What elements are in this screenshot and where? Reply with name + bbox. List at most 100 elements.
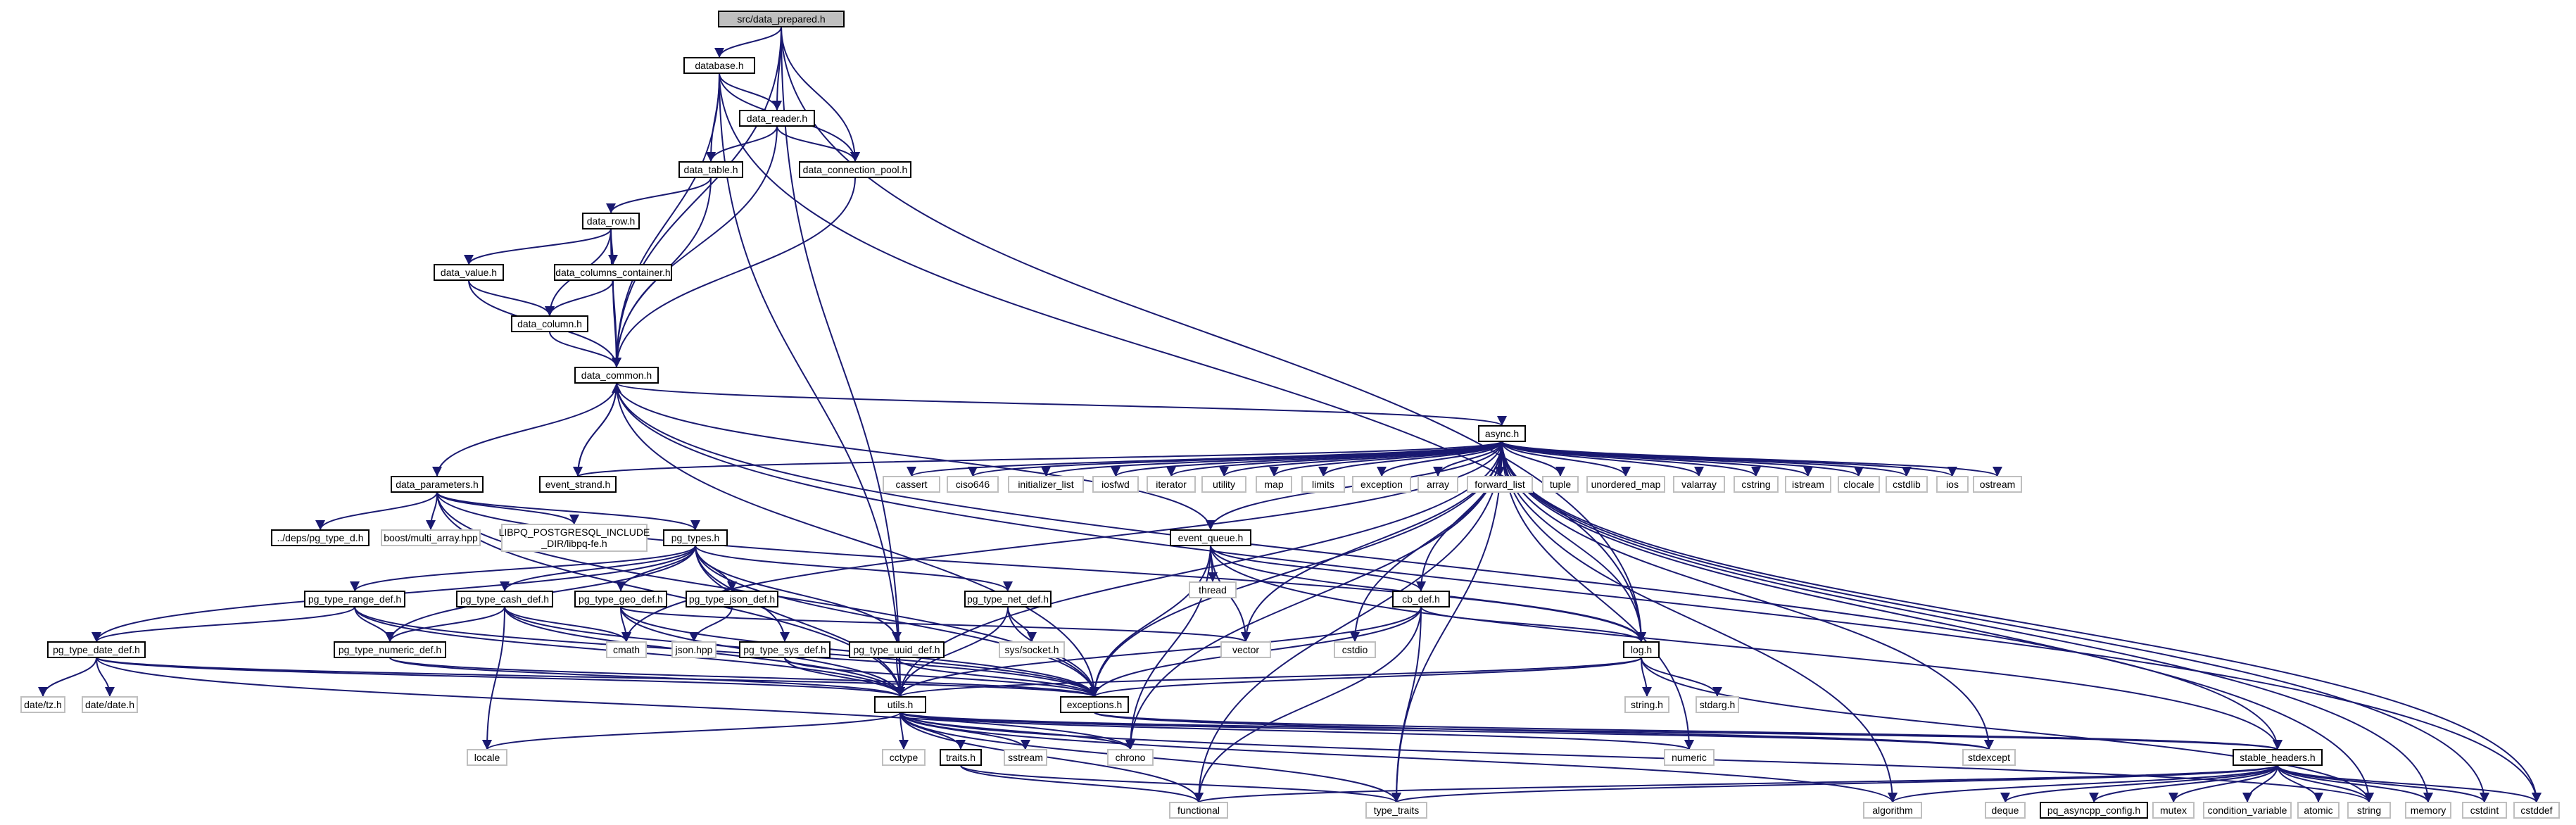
node-event-strand[interactable]: event_strand.h — [539, 476, 617, 493]
node-cstring: cstring — [1734, 476, 1779, 493]
node-data-column[interactable]: data_column.h — [511, 315, 588, 332]
node-data-value[interactable]: data_value.h — [434, 264, 504, 281]
node-label: cassert — [895, 479, 927, 490]
node-box — [1352, 476, 1411, 493]
node-box — [1673, 476, 1725, 493]
edge-data_connection_pool-to-data_common — [612, 177, 856, 368]
edge-data_reader-to-data_table — [706, 125, 778, 163]
edge-data_columns_container-to-data_column — [545, 279, 614, 317]
node-log[interactable]: log.h — [1623, 641, 1660, 658]
edge-async-to-vector — [1241, 441, 1503, 643]
node-pq-asyncpp-config[interactable]: pq_asyncpp_config.h — [2040, 802, 2148, 819]
node-box — [1623, 641, 1660, 658]
node-cassert: cassert — [883, 476, 940, 493]
node-pg-type-sys-def[interactable]: pg_type_sys_def.h — [739, 641, 831, 658]
edge-data_common-to-data_parameters — [432, 382, 617, 477]
node-pg-type-numeric-def[interactable]: pg_type_numeric_def.h — [334, 641, 446, 658]
node-database[interactable]: database.h — [683, 57, 755, 74]
node-stable-headers[interactable]: stable_headers.h — [2233, 749, 2323, 766]
edge-cb_def-to-functional — [1194, 606, 1422, 803]
node-box — [1301, 476, 1345, 493]
node-tuple: tuple — [1542, 476, 1579, 493]
node-box — [1586, 476, 1665, 493]
edge-stable_headers-to-memory — [2277, 764, 2433, 803]
node-label: iosfwd — [1101, 479, 1130, 490]
node-async[interactable]: async.h — [1478, 425, 1526, 442]
node-ciso646: ciso646 — [947, 476, 999, 493]
node-box — [1962, 749, 2016, 766]
node-unordered-map: unordered_map — [1586, 476, 1665, 493]
node-event-queue[interactable]: event_queue.h — [1170, 529, 1251, 546]
edge-stable_headers-to-pq_asyncpp_config — [2089, 764, 2278, 803]
node-cb-def[interactable]: cb_def.h — [1392, 591, 1450, 607]
edge-event_queue-to-exceptions — [1090, 545, 1211, 698]
graph-edges — [38, 26, 2542, 803]
node-traits[interactable]: traits.h — [940, 749, 982, 766]
node-data-row[interactable]: data_row.h — [582, 213, 640, 229]
edge-data_parameters-to-libpq — [436, 491, 579, 525]
edge-database-to-data_common — [612, 73, 720, 368]
node-pg-type-net-def[interactable]: pg_type_net_def.h — [964, 591, 1052, 607]
node-cctype: cctype — [882, 749, 926, 766]
node-pg-type-d[interactable]: ../deps/pg_type_d.h — [271, 529, 370, 546]
node-label: tuple — [1550, 479, 1572, 490]
edge-log-to-string_h — [1641, 657, 1652, 698]
node-box — [1664, 749, 1715, 766]
node-label: LIBPQ_POSTGRESQL_INCLUDE — [499, 527, 650, 538]
node-box — [1189, 581, 1237, 598]
node-pg-type-uuid-def[interactable]: pg_type_uuid_def.h — [849, 641, 945, 658]
edge-data_value-to-data_column — [468, 279, 555, 317]
node-exceptions[interactable]: exceptions.h — [1060, 696, 1129, 713]
edge-pg_types-to-pg_type_range_def — [350, 545, 696, 592]
node-root[interactable]: src/data_prepared.h — [718, 11, 845, 27]
node-condition-variable: condition_variable — [2203, 802, 2292, 819]
node-pg-type-json-def[interactable]: pg_type_json_def.h — [686, 591, 778, 607]
edge-pg_type_date_def-to-chrono — [96, 657, 1135, 750]
node-label: pg_type_net_def.h — [967, 593, 1049, 605]
node-label: data_columns_container.h — [555, 267, 670, 278]
node-utils[interactable]: utils.h — [874, 696, 926, 713]
node-label: utility — [1213, 479, 1235, 490]
node-label: cstdio — [1342, 644, 1368, 655]
edge-pg_type_cash_def-to-cmath — [504, 606, 631, 643]
node-box — [678, 161, 743, 178]
node-label: pg_type_range_def.h — [308, 593, 401, 605]
edge-event_queue-to-stable_headers — [1210, 545, 2283, 750]
edge-async-to-map — [1269, 441, 1503, 477]
node-box — [539, 476, 617, 493]
node-data-columns-container[interactable]: data_columns_container.h — [554, 264, 672, 281]
node-label: data_column.h — [517, 318, 582, 329]
node-data-table[interactable]: data_table.h — [678, 161, 743, 178]
node-label: valarray — [1681, 479, 1717, 490]
node-label: pg_type_date_def.h — [53, 644, 140, 655]
node-type-traits: type_traits — [1365, 802, 1427, 819]
node-istream: istream — [1785, 476, 1831, 493]
edge-pg_types-to-pg_type_uuid_def — [695, 545, 902, 643]
node-label: condition_variable — [2208, 805, 2287, 816]
node-pg-type-geo-def[interactable]: pg_type_geo_def.h — [574, 591, 667, 607]
node-box — [1734, 476, 1779, 493]
node-data-reader[interactable]: data_reader.h — [739, 110, 815, 127]
edge-async-to-ios — [1501, 441, 1957, 477]
edge-pg_type_uuid_def-to-exceptions — [896, 657, 1099, 698]
node-map: map — [1256, 476, 1292, 493]
node-box — [467, 749, 507, 766]
node-pg-types[interactable]: pg_types.h — [663, 529, 728, 546]
node-box — [334, 641, 446, 658]
node-box — [1696, 696, 1739, 713]
node-box — [2513, 802, 2560, 819]
node-data-common[interactable]: data_common.h — [574, 367, 659, 384]
node-label: cctype — [890, 752, 918, 763]
node-data-connection-pool[interactable]: data_connection_pool.h — [799, 161, 911, 178]
node-label: initializer_list — [1018, 479, 1073, 490]
node-label: ostream — [1980, 479, 2016, 490]
node-box — [739, 110, 815, 127]
node-box — [511, 315, 588, 332]
node-date-tz: date/tz.h — [20, 696, 65, 713]
edge-root-to-data_common — [612, 26, 782, 368]
node-box — [82, 696, 138, 713]
node-pg-type-cash-def[interactable]: pg_type_cash_def.h — [456, 591, 553, 607]
node-pg-type-date-def[interactable]: pg_type_date_def.h — [47, 641, 146, 658]
node-pg-type-range-def[interactable]: pg_type_range_def.h — [304, 591, 405, 607]
node-data-parameters[interactable]: data_parameters.h — [391, 476, 484, 493]
